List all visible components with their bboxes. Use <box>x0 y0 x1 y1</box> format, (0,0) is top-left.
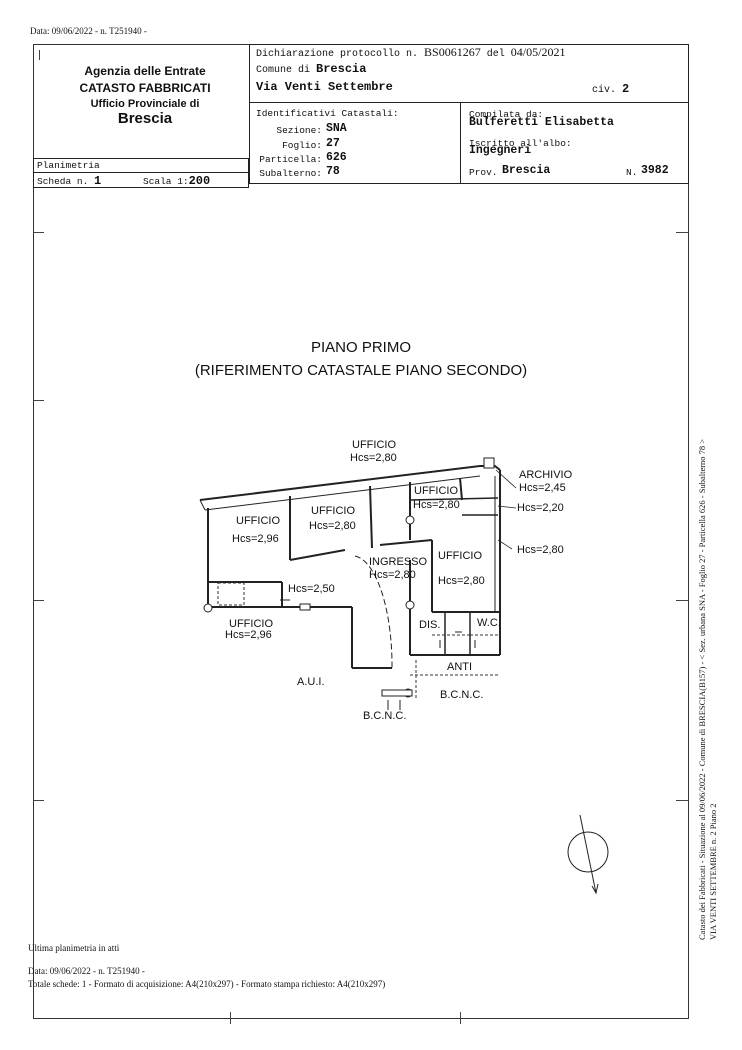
prov-value: Brescia <box>502 164 551 177</box>
particella-value: 626 <box>326 151 347 164</box>
comune-label: Comune di <box>256 65 311 76</box>
room-height: Hcs=2,80 <box>369 569 416 581</box>
area-label: A.U.I. <box>297 676 325 688</box>
tick-mark <box>39 50 40 60</box>
room-height: Hcs=2,80 <box>413 499 460 511</box>
albo-value: Ingegneri <box>469 144 532 157</box>
room-label: ANTI <box>447 661 473 673</box>
footer-data: Data: 09/06/2022 - n. T251940 - <box>28 966 145 976</box>
footer-ultima: Ultima planimetria in atti <box>28 943 120 953</box>
subalterno-value: 78 <box>326 165 340 178</box>
scheda-label: Scheda n. <box>37 176 89 187</box>
declaration-label: Dichiarazione protocollo n. <box>256 49 419 60</box>
tick-mark <box>34 800 44 801</box>
plan-title: PIANO PRIMO <box>310 339 411 356</box>
subalterno-label: Subalterno: <box>259 168 322 179</box>
room-label: W.C. <box>477 617 501 629</box>
prov-label: Prov. <box>469 167 498 178</box>
top-stamp: Data: 09/06/2022 - n. T251940 - <box>30 26 147 36</box>
room-label: INGRESSO <box>369 556 428 568</box>
civ-value: 2 <box>622 82 630 96</box>
planimetria-divider <box>33 172 249 173</box>
agency-name: Agenzia delle Entrate <box>84 64 206 78</box>
agency-catasto: CATASTO FABBRICATI <box>79 81 211 95</box>
room-height: Hcs=2,50 <box>288 583 335 595</box>
room-height: Hcs=2,96 <box>225 629 272 641</box>
north-arrow-icon <box>567 814 609 895</box>
room-height: Hcs=2,80 <box>517 544 564 556</box>
room-label: UFFICIO <box>229 618 273 630</box>
scala-value: 200 <box>188 174 211 188</box>
room-height: Hcs=2,80 <box>350 452 397 464</box>
room-label: ARCHIVIO <box>519 469 573 481</box>
tick-mark <box>676 232 688 233</box>
n-label: N. <box>626 167 638 178</box>
sezione-label: Sezione: <box>276 125 322 136</box>
declaration-del: del <box>486 49 505 60</box>
comune-line: Comune di Brescia <box>256 62 366 76</box>
room-label: UFFICIO <box>311 505 355 517</box>
address-street: Via Venti Settembre <box>256 80 393 94</box>
foglio-label: Foglio: <box>282 140 322 151</box>
address-civ: civ. 2 <box>592 82 629 96</box>
room-label: DIS. <box>419 619 441 631</box>
scheda-value: 1 <box>94 174 102 188</box>
planimetria-title: Planimetria <box>37 160 100 171</box>
comune-value: Brescia <box>316 62 367 76</box>
room-label: UFFICIO <box>236 515 280 527</box>
tick-mark <box>34 232 44 233</box>
declaration-date: 04/05/2021 <box>510 45 566 59</box>
tick-mark <box>676 800 688 801</box>
albo-label: Iscritto all'albo: <box>469 138 572 149</box>
door-arc <box>354 555 393 669</box>
room-label: UFFICIO <box>414 485 458 497</box>
room-height: Hcs=2,80 <box>438 575 485 587</box>
room-height: Hcs=2,20 <box>517 502 564 514</box>
civ-label: civ. <box>592 85 617 96</box>
tick-mark <box>676 600 688 601</box>
header-vdivider <box>460 102 461 184</box>
room-label: UFFICIO <box>352 439 396 451</box>
scala-label: Scala 1: <box>143 176 189 187</box>
tick-mark <box>34 400 44 401</box>
agency-ufficio: Ufficio Provinciale di <box>90 98 200 110</box>
room-height: Hcs=2,45 <box>519 482 566 494</box>
footer-totale: Totale schede: 1 - Formato di acquisizio… <box>28 979 386 989</box>
declaration-line: Dichiarazione protocollo n. BS0061267 de… <box>256 45 565 60</box>
planimetria-box <box>33 158 249 188</box>
n-value: 3982 <box>641 164 669 177</box>
compiled-label: Compilata da: <box>469 109 544 120</box>
plan-subtitle: (RIFERIMENTO CATASTALE PIANO SECONDO) <box>194 362 528 379</box>
area-label: B.C.N.C. <box>363 710 407 722</box>
header-divider <box>249 102 689 103</box>
identifiers-title: Identificativi Catastali: <box>256 108 399 119</box>
header-table <box>249 44 689 184</box>
room-height: Hcs=2,80 <box>309 520 356 532</box>
side-text-address: VIA VENTI SETTEMBRE n. 2 Piano 2 <box>708 803 718 940</box>
scheda-line: Scheda n. 1 <box>37 174 101 188</box>
room-label: UFFICIO <box>438 550 482 562</box>
foglio-value: 27 <box>326 137 340 150</box>
tick-mark <box>230 1012 231 1024</box>
tick-mark <box>34 600 44 601</box>
protocol-number: BS0061267 <box>424 45 481 59</box>
room-height: Hcs=2,96 <box>232 533 279 545</box>
particella-label: Particella: <box>259 154 322 165</box>
agency-block: Agenzia delle Entrate CATASTO FABBRICATI… <box>60 64 230 127</box>
area-label: B.C.N.C. <box>440 689 484 701</box>
compiled-name: Bulferetti Elisabetta <box>469 116 614 129</box>
scala-line: Scala 1:200 <box>143 174 210 188</box>
agency-province: Brescia <box>117 110 173 127</box>
sezione-value: SNA <box>326 122 347 135</box>
tick-mark <box>460 1012 461 1024</box>
